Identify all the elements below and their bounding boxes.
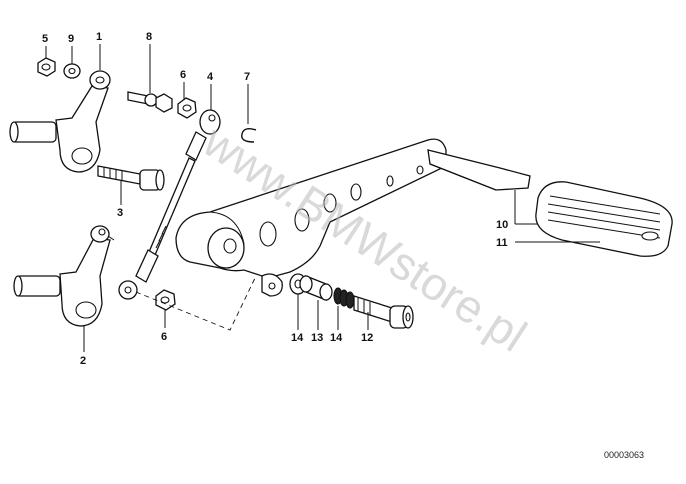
callout-14-left: 14 (291, 332, 304, 344)
callout-8: 8 (146, 31, 152, 43)
part-11-foot-pad (535, 181, 673, 257)
part-6-nut-upper (177, 97, 197, 119)
callout-9: 9 (68, 33, 74, 45)
callout-12: 12 (361, 332, 373, 344)
callout-14-right: 14 (330, 332, 343, 344)
callout-7: 7 (244, 71, 250, 83)
part-13-bushing (299, 275, 333, 301)
callout-6-lower: 6 (161, 331, 167, 343)
part-1-upper-lever (9, 70, 111, 173)
part-14-spring-washer-right (333, 287, 355, 309)
part-6-nut-lower (155, 289, 176, 311)
callout-1: 1 (96, 31, 102, 43)
callout-6-upper: 6 (180, 69, 186, 81)
part-5-nut (37, 57, 56, 77)
part-3-bolt (97, 165, 165, 191)
callout-10: 10 (496, 219, 508, 231)
callout-13: 13 (311, 332, 323, 344)
part-8-bolt (127, 91, 173, 113)
callout-11: 11 (496, 237, 508, 249)
callout-2: 2 (80, 355, 86, 367)
part-12-pivot-bolt (353, 295, 414, 329)
pedal-lever (175, 138, 447, 297)
callout-4: 4 (207, 71, 214, 83)
part-10-pedal-arm (427, 149, 531, 191)
part-2-lower-lever (13, 225, 115, 327)
part-9-washer (63, 63, 81, 79)
part-7-clip (241, 127, 257, 143)
callout-3: 3 (117, 207, 123, 219)
callout-5: 5 (42, 33, 48, 45)
document-number: 00003063 (604, 450, 644, 460)
part-4-link-rod (118, 109, 221, 300)
